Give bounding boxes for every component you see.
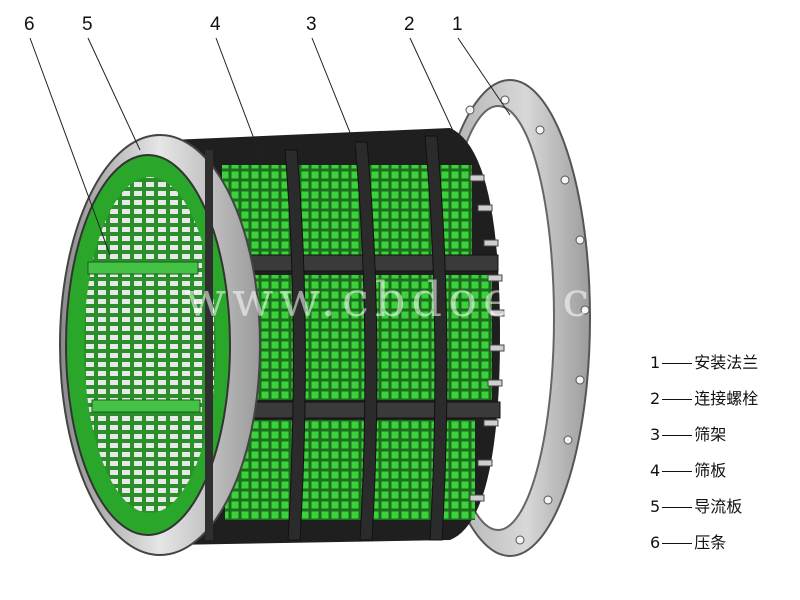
legend-row: 6 压条 (650, 525, 758, 561)
callout-2: 2 (404, 14, 415, 35)
callout-4: 4 (210, 14, 221, 35)
callout-leaders (29, 37, 511, 256)
legend-number: 1 (650, 353, 661, 372)
legend-label: 连接螺栓 (694, 389, 759, 408)
callout-3: 3 (306, 14, 317, 35)
legend-row: 4 筛板 (650, 453, 758, 489)
legend-number: 3 (650, 425, 661, 444)
screen-plate-middle (232, 275, 492, 400)
callout-6: 6 (24, 14, 35, 35)
legend-label: 压条 (694, 533, 727, 552)
callout-5: 5 (82, 14, 93, 35)
deflector-plates (87, 261, 201, 413)
legend-number: 2 (650, 389, 661, 408)
legend-label: 导流板 (694, 497, 743, 516)
connecting-bolts (469, 174, 505, 502)
front-rim (59, 134, 261, 556)
legend-row: 3 筛架 (650, 417, 758, 453)
legend-number: 4 (650, 461, 661, 480)
screen-cylinder (170, 128, 505, 545)
legend-label: 筛架 (694, 425, 727, 444)
legend-row: 5 导流板 (650, 489, 758, 525)
legend-label: 筛板 (694, 461, 727, 480)
callout-1: 1 (452, 14, 463, 35)
parts-legend: 1 安装法兰 2 连接螺栓 3 筛架 4 筛板 5 导流板 6 压条 (650, 345, 758, 561)
screen-frame-ribs (237, 135, 501, 541)
pressing-strips (205, 150, 213, 540)
legend-number: 5 (650, 497, 661, 516)
legend-row: 2 连接螺栓 (650, 381, 758, 417)
legend-label: 安装法兰 (694, 353, 759, 372)
legend-row: 1 安装法兰 (650, 345, 758, 381)
legend-number: 6 (650, 533, 661, 552)
